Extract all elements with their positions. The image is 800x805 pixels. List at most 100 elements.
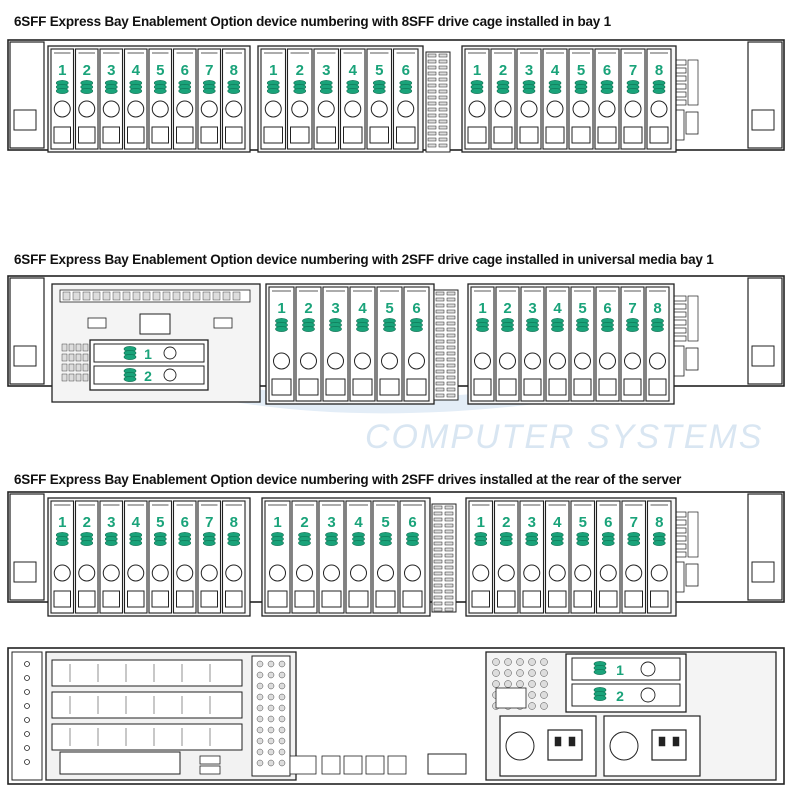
drive-led bbox=[404, 564, 421, 582]
drive-disk bbox=[55, 88, 69, 94]
drive-led bbox=[599, 352, 616, 370]
vent-hole bbox=[278, 660, 286, 668]
drive-stack-icon bbox=[104, 80, 118, 94]
screw-hole bbox=[24, 745, 30, 751]
optical-slot-vent bbox=[142, 291, 151, 301]
drive-disk bbox=[410, 326, 423, 332]
drive-handle bbox=[545, 126, 565, 144]
drive-led bbox=[624, 100, 642, 118]
optical-slot-vent bbox=[192, 291, 201, 301]
vent-slot bbox=[438, 59, 448, 64]
drive-led bbox=[291, 100, 309, 118]
vent-hole bbox=[256, 715, 264, 723]
vent-hole bbox=[540, 669, 548, 677]
flexible-lom bbox=[59, 751, 181, 775]
drive-led bbox=[317, 100, 335, 118]
vent-slot bbox=[427, 71, 437, 76]
vent-slot bbox=[433, 529, 443, 534]
vent-hole bbox=[540, 680, 548, 688]
vent-hole bbox=[492, 658, 500, 666]
status-led bbox=[673, 311, 687, 318]
drive-disk bbox=[652, 88, 666, 94]
screw-hole bbox=[24, 675, 30, 681]
drive-bay bbox=[520, 286, 545, 402]
drive-stack-icon bbox=[227, 532, 241, 546]
vga-port bbox=[139, 313, 171, 335]
vent-slot bbox=[438, 143, 448, 148]
vent-slot bbox=[427, 125, 437, 130]
drive-handle bbox=[225, 590, 243, 608]
drive-handle bbox=[348, 590, 369, 608]
drive-stack-icon bbox=[383, 318, 396, 332]
display-port-front bbox=[685, 347, 699, 371]
drive-number: 6 bbox=[412, 300, 420, 317]
drive-disk bbox=[379, 540, 392, 546]
drive-handle bbox=[406, 378, 427, 396]
optical-slot-vent bbox=[122, 291, 131, 301]
vent-hole bbox=[75, 373, 82, 382]
drive-handle bbox=[78, 126, 96, 144]
drive-stack-icon bbox=[470, 80, 484, 94]
optical-slot-vent bbox=[82, 291, 91, 301]
vent-hole bbox=[68, 343, 75, 352]
drive-number: 2 bbox=[296, 62, 304, 79]
drive-led bbox=[53, 564, 71, 582]
drive-stack-icon bbox=[123, 368, 137, 382]
drive-bay bbox=[221, 500, 246, 614]
vent-slot bbox=[444, 571, 454, 576]
vent-slot bbox=[427, 119, 437, 124]
vent-hole bbox=[540, 702, 548, 710]
drive-number: 4 bbox=[551, 62, 560, 79]
drive-number: 6 bbox=[181, 514, 189, 531]
drive-number: 2 bbox=[144, 368, 152, 384]
drive-led bbox=[354, 352, 371, 370]
drive-number: 4 bbox=[132, 62, 141, 79]
drive-stack-icon bbox=[227, 80, 241, 94]
drive-disk bbox=[178, 540, 192, 546]
drive-number: 4 bbox=[553, 514, 562, 531]
control-buttons bbox=[687, 295, 699, 342]
vent-slot bbox=[433, 583, 443, 588]
drive-disk bbox=[153, 88, 167, 94]
drive-bay bbox=[99, 48, 124, 150]
vent-hole bbox=[61, 373, 68, 382]
vent-slot bbox=[438, 119, 448, 124]
drive-handle bbox=[573, 590, 592, 608]
drive-led bbox=[381, 352, 398, 370]
drive-led bbox=[497, 564, 515, 582]
drive-led bbox=[408, 352, 425, 370]
vent-slot bbox=[446, 369, 456, 374]
drive-bay bbox=[172, 48, 197, 150]
drive-handle bbox=[624, 590, 643, 608]
drive-stack-icon bbox=[80, 532, 94, 546]
vent-hole bbox=[492, 669, 500, 677]
drive-led bbox=[624, 352, 641, 370]
drive-bay bbox=[519, 500, 545, 614]
drive-handle bbox=[571, 126, 591, 144]
vent-hole bbox=[267, 737, 275, 745]
drive-number: 1 bbox=[144, 346, 152, 362]
drive-handle bbox=[298, 378, 319, 396]
drive-bay bbox=[123, 48, 148, 150]
drive-led bbox=[524, 352, 541, 370]
drive-stack-icon bbox=[202, 80, 216, 94]
drive-disk bbox=[202, 88, 216, 94]
drive-led bbox=[269, 564, 286, 582]
drive-led bbox=[397, 100, 415, 118]
drive-bay bbox=[495, 286, 520, 402]
drive-disk bbox=[319, 88, 333, 94]
vent-hole bbox=[61, 343, 68, 352]
power-socket-icon bbox=[547, 729, 583, 761]
drive-disk bbox=[129, 88, 143, 94]
vent-slot bbox=[427, 107, 437, 112]
drive-handle bbox=[649, 126, 669, 144]
drive-handle bbox=[498, 378, 517, 396]
drive-handle bbox=[127, 590, 145, 608]
drive-handle bbox=[102, 126, 120, 144]
drive-led bbox=[370, 100, 388, 118]
vent-slot bbox=[444, 547, 454, 552]
drive-disk bbox=[474, 540, 488, 546]
drive-stack-icon bbox=[574, 80, 588, 94]
pcie-slot bbox=[51, 659, 243, 687]
drive-disk bbox=[153, 540, 167, 546]
